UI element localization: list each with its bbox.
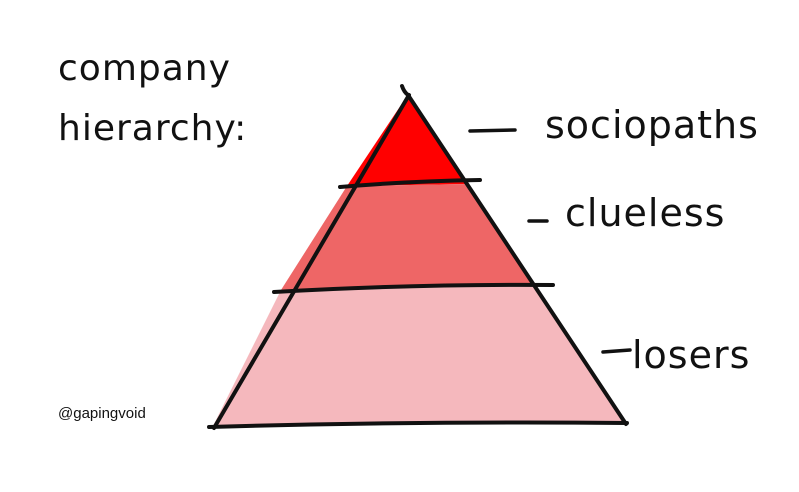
pyramid-divider-top [338, 178, 482, 189]
title-line-1: company [58, 48, 231, 89]
artist-credit: @gapingvoid [58, 405, 146, 422]
pyramid-left-edge [212, 93, 411, 430]
tier-label-clueless: clueless [565, 191, 725, 235]
pyramid-tier-losers [213, 286, 625, 426]
pyramid-tier-sociopaths [347, 96, 468, 186]
tier-label-losers: losers [632, 333, 750, 377]
pyramid-tier-clueless [281, 184, 536, 290]
tier-label-sociopaths: sociopaths [545, 103, 759, 147]
label-dash-sociopaths [468, 128, 517, 133]
label-dash-losers [601, 348, 632, 354]
pyramid-base [207, 420, 629, 429]
title-line-2: hierarchy: [58, 108, 247, 149]
pyramid-divider-bottom [272, 282, 555, 294]
